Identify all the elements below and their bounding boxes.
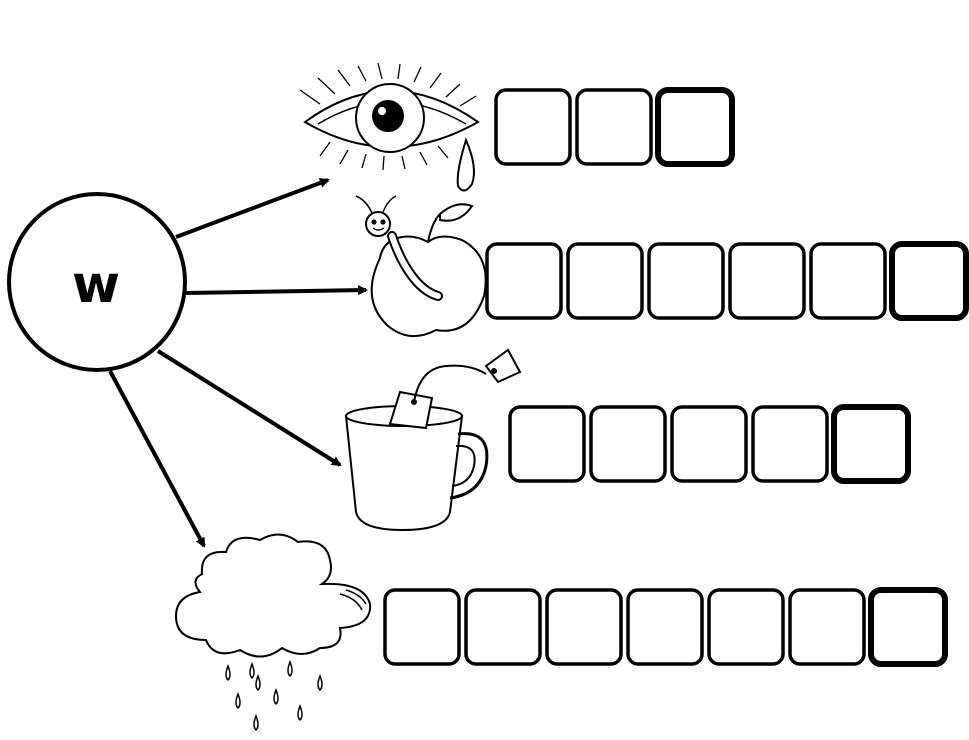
letter-box[interactable] xyxy=(649,244,723,318)
letter-box-last[interactable] xyxy=(892,244,966,318)
arrow-to-cup xyxy=(158,351,340,465)
letter-box-row xyxy=(385,590,945,664)
arrow-to-eye xyxy=(176,180,328,237)
hub: w xyxy=(9,194,185,370)
letter-box-last[interactable] xyxy=(658,90,732,164)
letter-box[interactable] xyxy=(487,244,561,318)
letter-box[interactable] xyxy=(385,590,459,664)
rain-cloud-icon xyxy=(176,534,370,730)
letter-box[interactable] xyxy=(811,244,885,318)
apple-with-worm-icon xyxy=(356,196,486,336)
arrow-to-apple xyxy=(186,290,366,293)
letter-box[interactable] xyxy=(577,90,651,164)
letter-box-last[interactable] xyxy=(834,407,908,481)
letter-box[interactable] xyxy=(547,590,621,664)
letter-box-row xyxy=(487,244,966,318)
hub-letter: w xyxy=(72,255,120,315)
letter-box[interactable] xyxy=(672,407,746,481)
letter-box[interactable] xyxy=(466,590,540,664)
letter-box-row xyxy=(510,407,908,481)
letter-box[interactable] xyxy=(568,244,642,318)
letter-box[interactable] xyxy=(628,590,702,664)
letter-box-row xyxy=(496,90,732,164)
eye-with-tear-icon xyxy=(300,63,478,191)
letter-box[interactable] xyxy=(790,590,864,664)
letter-box[interactable] xyxy=(510,407,584,481)
letter-box-last[interactable] xyxy=(871,590,945,664)
letter-box[interactable] xyxy=(753,407,827,481)
tea-cup-with-teabag-icon xyxy=(346,350,520,530)
letter-box[interactable] xyxy=(730,244,804,318)
letter-box[interactable] xyxy=(496,90,570,164)
letter-box[interactable] xyxy=(591,407,665,481)
arrow-to-cloud xyxy=(110,371,204,546)
letter-box[interactable] xyxy=(709,590,783,664)
